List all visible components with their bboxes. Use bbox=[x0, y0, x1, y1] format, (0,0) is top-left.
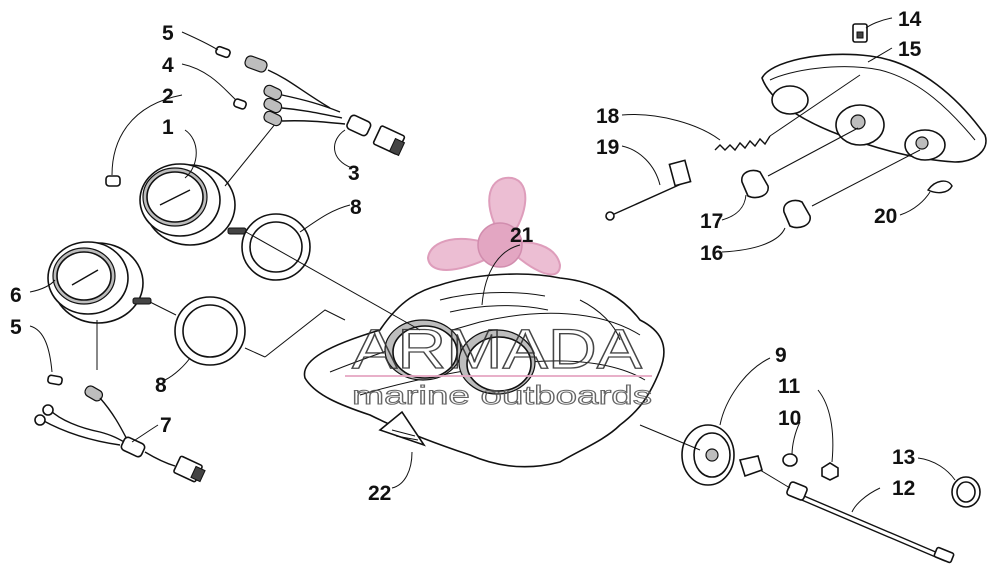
callout-13: 13 bbox=[892, 446, 915, 469]
leader-lines bbox=[29, 17, 956, 513]
watermark-title: ARMADA bbox=[352, 317, 643, 380]
callout-14: 14 bbox=[898, 8, 922, 31]
warning-label-decal bbox=[378, 410, 426, 447]
callout-7: 7 bbox=[160, 414, 172, 437]
bezel-ring-upper bbox=[241, 213, 311, 281]
callout-20: 20 bbox=[874, 205, 897, 228]
callout-17: 17 bbox=[700, 210, 723, 233]
speedo-drive-housing bbox=[639, 424, 763, 486]
bezel-ring-lower bbox=[174, 296, 246, 366]
watermark-text: ARMADA marine outboards bbox=[345, 316, 653, 411]
callout-16: 16 bbox=[700, 242, 723, 265]
bulb-socket-low bbox=[783, 149, 921, 229]
assembly-lines bbox=[96, 117, 421, 370]
callout-8-lower: 8 bbox=[155, 374, 167, 397]
hose-clamp bbox=[951, 476, 981, 508]
callout-21: 21 bbox=[510, 224, 534, 247]
callout-5-upper: 5 bbox=[162, 22, 174, 45]
adjuster-spring bbox=[714, 74, 861, 152]
callout-2: 2 bbox=[162, 85, 174, 108]
cotter-pin bbox=[926, 180, 953, 194]
callout-18: 18 bbox=[596, 105, 620, 128]
watermark-propeller-logo bbox=[426, 176, 562, 276]
bulb-socket-high bbox=[741, 127, 859, 199]
adjuster-screw bbox=[605, 159, 692, 221]
callout-9: 9 bbox=[775, 344, 787, 367]
callout-6: 6 bbox=[10, 284, 22, 307]
callout-8-upper: 8 bbox=[350, 196, 362, 219]
callout-1: 1 bbox=[162, 116, 174, 139]
callout-15: 15 bbox=[898, 38, 922, 61]
gauge-speedometer bbox=[139, 163, 247, 246]
callout-10: 10 bbox=[778, 407, 801, 430]
gauge-tachometer bbox=[47, 241, 152, 324]
speedo-cable bbox=[759, 469, 955, 564]
headlight-clip bbox=[852, 23, 868, 43]
callout-4: 4 bbox=[162, 54, 174, 77]
headlight-housing bbox=[761, 53, 987, 163]
indicator-bulb bbox=[105, 175, 121, 187]
nut bbox=[821, 462, 839, 481]
callout-5-lower: 5 bbox=[10, 316, 22, 339]
wiring-harness-upper bbox=[215, 45, 406, 157]
wiring-harness-lower bbox=[34, 374, 206, 483]
callout-12: 12 bbox=[892, 477, 915, 500]
callout-3: 3 bbox=[348, 162, 360, 185]
watermark-subtitle: marine outboards bbox=[352, 380, 652, 410]
callout-22: 22 bbox=[368, 482, 391, 505]
washer bbox=[782, 453, 798, 467]
callout-19: 19 bbox=[596, 136, 619, 159]
callout-11: 11 bbox=[778, 375, 801, 398]
propeller-hub-icon bbox=[477, 222, 523, 268]
